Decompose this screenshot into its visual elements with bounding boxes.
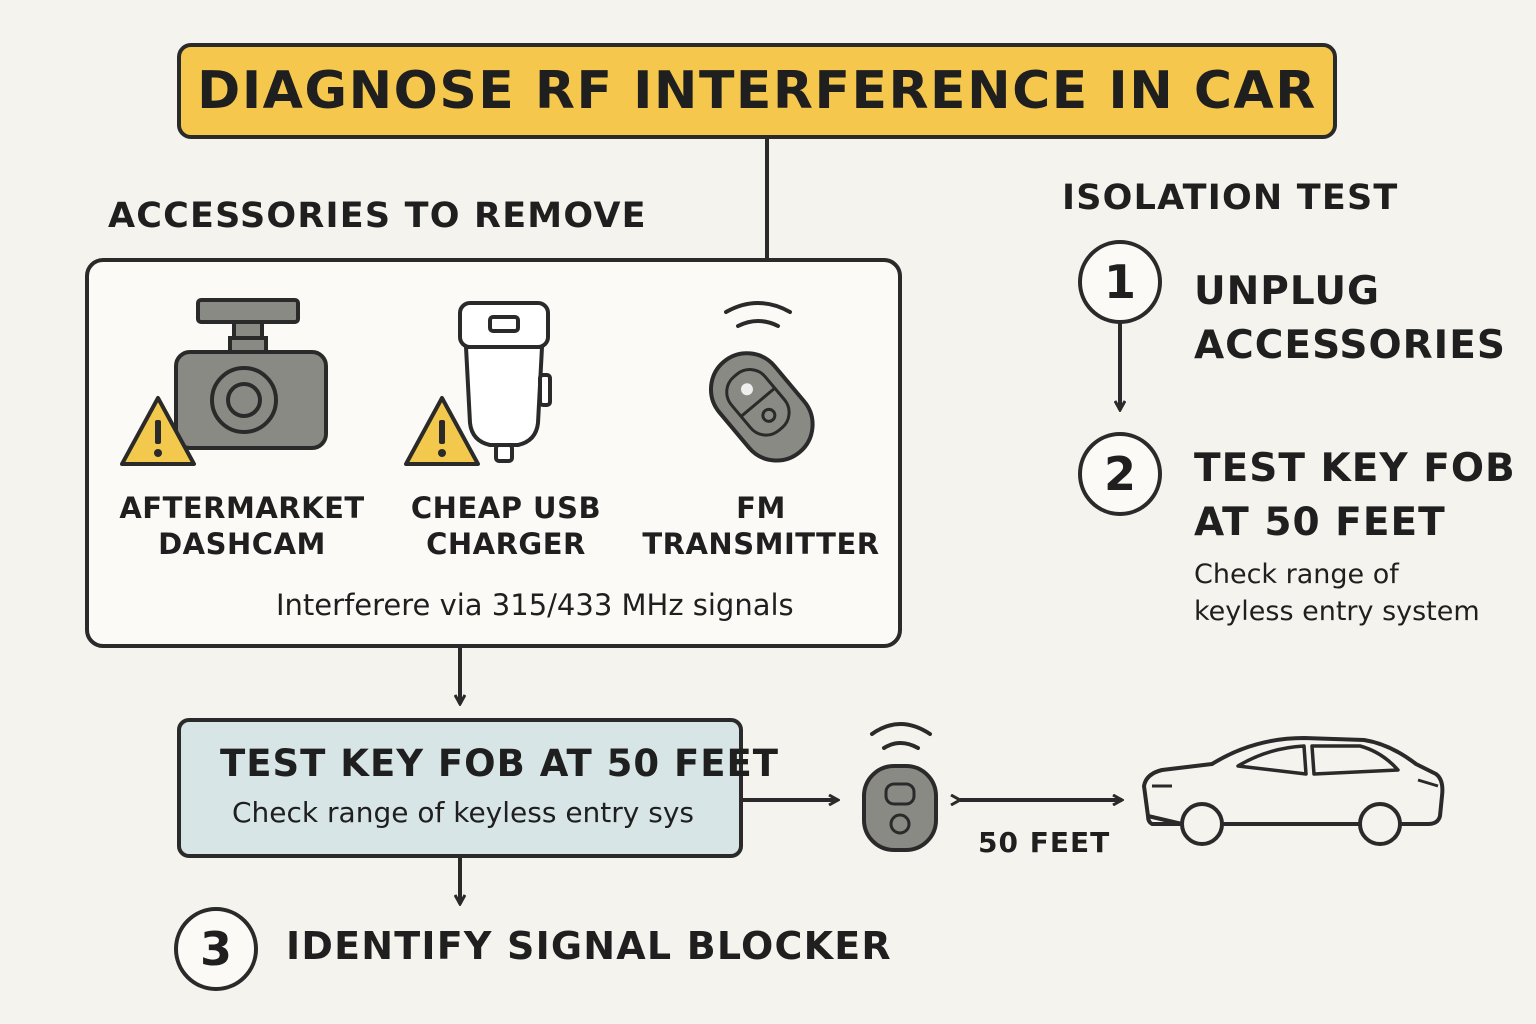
page-title: DIAGNOSE RF INTERFERENCE IN CAR (197, 61, 1317, 121)
step-title-line: TEST KEY FOB (1194, 446, 1516, 491)
isolation-heading: ISOLATION TEST (1062, 178, 1399, 218)
warning-icon (120, 396, 196, 466)
accessory-label-line: DASHCAM (158, 527, 326, 561)
accessory-label-line: TRANSMITTER (642, 527, 880, 561)
accessory-label-dashcam: AFTERMARKET DASHCAM (112, 490, 372, 562)
accessory-label-fm-transmitter: FM TRANSMITTER (636, 490, 886, 562)
usb-charger-icon (458, 301, 552, 463)
accessory-label-line: CHARGER (426, 527, 586, 561)
accessory-label-line: AFTERMARKET (119, 491, 365, 525)
step-3-badge: 3 (174, 907, 258, 991)
step-1-title: UNPLUG ACCESSORIES (1194, 265, 1506, 373)
key-fob-icon (709, 301, 815, 463)
step-3-label: IDENTIFY SIGNAL BLOCKER (286, 924, 892, 968)
accessory-label-line: CHEAP USB (410, 491, 602, 525)
warning-icon (404, 396, 480, 466)
step-2-title: TEST KEY FOB AT 50 FEET (1194, 442, 1516, 550)
accessories-heading: ACCESSORIES TO REMOVE (108, 196, 647, 236)
step-description-line: keyless entry system (1194, 596, 1480, 627)
step-title-line: ACCESSORIES (1194, 323, 1506, 368)
test-box-title: TEST KEY FOB AT 50 FEET (220, 742, 780, 785)
key-fob-signal-icon (862, 722, 938, 852)
accessory-label-usb-charger: CHEAP USB CHARGER (386, 490, 626, 562)
test-box-subtitle: Check range of keyless entry sys (232, 796, 695, 829)
step-title-line: AT 50 FEET (1194, 500, 1446, 545)
title-banner: DIAGNOSE RF INTERFERENCE IN CAR (177, 43, 1337, 139)
dashcam-icon (174, 298, 328, 450)
interference-note: Interferere via 315/433 MHz signals (276, 588, 794, 622)
step-2-description: Check range of keyless entry system (1194, 556, 1480, 630)
step-description-line: Check range of (1194, 559, 1399, 590)
step-title-line: UNPLUG (1194, 269, 1381, 314)
step-2-badge: 2 (1078, 432, 1162, 516)
car-icon (1142, 736, 1445, 846)
accessory-label-line: FM (736, 491, 786, 525)
step-1-badge: 1 (1078, 240, 1162, 324)
test-key-fob-box (177, 718, 743, 858)
distance-label: 50 FEET (978, 826, 1111, 859)
